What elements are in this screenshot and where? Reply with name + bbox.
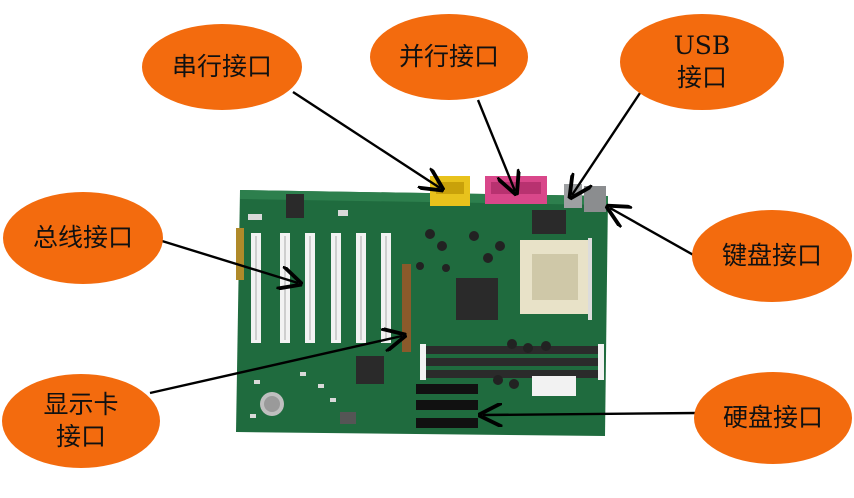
isa-slot: [236, 228, 244, 280]
agp-slot: [402, 264, 411, 352]
arrow-keyboard: [610, 208, 698, 259]
callout-arrows: [149, 89, 698, 415]
arrow-usb: [572, 89, 643, 195]
small-components: [248, 210, 356, 424]
ide-connectors: [416, 384, 478, 428]
hard-disk-callout: 硬盘接口: [694, 372, 852, 464]
display-card-callout: 显示卡 接口: [2, 374, 160, 468]
usb-port-callout: USB 接口: [620, 14, 784, 110]
keyboard-port-connector: [584, 186, 606, 212]
arrow-serial: [292, 90, 440, 188]
arrow-bus: [161, 239, 298, 283]
atx-power-connector: [532, 376, 576, 396]
capacitors: [416, 229, 551, 389]
arrow-parallel: [476, 99, 515, 191]
southbridge-chip: [356, 356, 384, 384]
io-chip: [532, 210, 566, 234]
memory-slots: [420, 344, 604, 380]
serial-port-callout: 串行接口: [142, 24, 302, 110]
northbridge-chip: [456, 278, 498, 320]
arrow-display: [149, 336, 402, 395]
cpu-socket-inner: [532, 254, 578, 300]
arrow-disk: [483, 413, 698, 415]
parallel-port-inner: [491, 182, 541, 194]
parallel-port-callout: 并行接口: [370, 14, 528, 100]
usb-port-connector: [564, 184, 582, 208]
bus-interface-callout: 总线接口: [3, 192, 163, 284]
cpu-lever: [588, 238, 592, 320]
cmos-battery-inner: [264, 396, 280, 412]
bios-chip: [286, 194, 304, 218]
keyboard-port-callout: 键盘接口: [692, 210, 852, 302]
serial-port-inner: [436, 182, 464, 194]
